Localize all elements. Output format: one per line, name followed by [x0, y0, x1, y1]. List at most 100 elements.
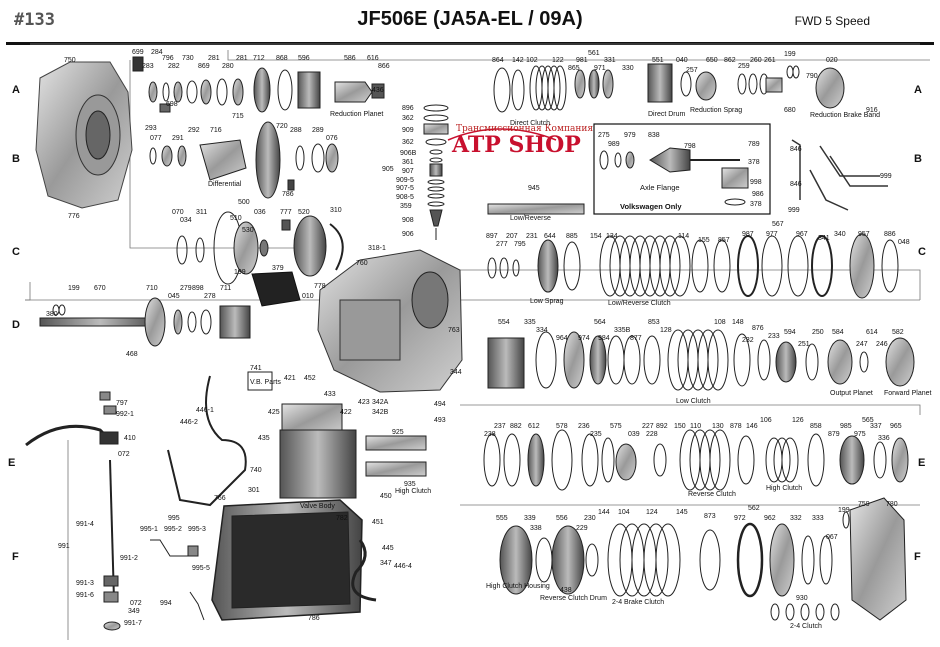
- part-number: 359: [400, 203, 412, 210]
- vw-only-box: Axle Flange Volkswagen Only: [593, 123, 771, 215]
- reverse-clutch-drum-label: Reverse Clutch Drum: [540, 595, 607, 602]
- row-f-parts: [103, 459, 907, 631]
- part-number: 144: [598, 509, 610, 516]
- part-number: 795: [514, 241, 526, 248]
- part-number: 250: [812, 329, 824, 336]
- row-letters-left: A B C D E F: [8, 84, 20, 563]
- header-rule: [6, 42, 934, 45]
- part-number: 072: [130, 600, 142, 607]
- part-number: 995-2: [164, 526, 182, 533]
- row-e-left-parts: [25, 371, 427, 507]
- part-number: 796: [162, 55, 174, 62]
- part-number: 957: [858, 231, 870, 238]
- part-number: 879: [828, 431, 840, 438]
- part-number: 907: [402, 168, 414, 175]
- direct-clutch-label: Direct Clutch: [510, 120, 550, 127]
- part-number: 985: [840, 423, 852, 430]
- part-number: 231: [526, 233, 538, 240]
- part-number: 561: [588, 50, 600, 57]
- part-number: 362: [402, 139, 414, 146]
- part-number: 010: [302, 293, 314, 300]
- part-number: 853: [648, 319, 660, 326]
- diagram-subtitle: FWD 5 Speed: [794, 14, 870, 28]
- part-number: 148: [732, 319, 744, 326]
- part-number: 275: [598, 132, 610, 139]
- part-number: 122: [552, 57, 564, 64]
- part-number: 999: [880, 173, 892, 180]
- part-number: 126: [792, 417, 804, 424]
- row-c-right-parts: [487, 203, 899, 299]
- part-number: 332: [790, 515, 802, 522]
- reduction-planet-label: Reduction Planet: [330, 111, 383, 118]
- part-number: 034: [180, 217, 192, 224]
- part-number: 971: [594, 65, 606, 72]
- reverse-clutch-label: Reverse Clutch: [688, 491, 736, 498]
- part-number: 906: [402, 231, 414, 238]
- part-number: 905: [382, 166, 394, 173]
- part-number: 199: [838, 507, 850, 514]
- part-number: 045: [168, 293, 180, 300]
- bracket-379: [251, 271, 301, 307]
- part-number: 422: [340, 409, 352, 416]
- part-number: 310: [330, 207, 342, 214]
- oil-pump-parts: [176, 211, 344, 285]
- part-number: 102: [526, 57, 538, 64]
- part-number: 311: [196, 209, 207, 216]
- part-number: 036: [254, 209, 266, 216]
- part-number: 858: [810, 423, 822, 430]
- row-c-right: C: [918, 246, 926, 258]
- part-number: 446-1: [196, 407, 214, 414]
- part-number: 981: [576, 57, 588, 64]
- part-number: 230: [584, 515, 596, 522]
- part-number: 380: [46, 311, 58, 318]
- row-a-left: A: [12, 84, 20, 96]
- output-planet-label: Output Planet: [830, 390, 873, 397]
- part-number: 759: [858, 501, 870, 508]
- forward-planet-label: Forward Planet: [884, 390, 932, 397]
- part-number: 106: [760, 417, 772, 424]
- clutch-24-label: 2-4 Clutch: [790, 623, 822, 630]
- part-number: 777: [280, 209, 292, 216]
- part-number: 361: [402, 159, 414, 166]
- part-number: 450: [380, 493, 392, 500]
- transmission-case-left: [35, 61, 133, 209]
- part-number: 897: [486, 233, 498, 240]
- part-number: 616: [367, 55, 379, 62]
- part-number: 986: [752, 191, 764, 198]
- part-number: 650: [706, 57, 718, 64]
- part-number: 578: [556, 423, 568, 430]
- part-number: 908-5: [396, 194, 414, 201]
- part-number: 838: [648, 132, 660, 139]
- row-a-right: A: [914, 84, 922, 96]
- part-number: 146: [746, 423, 758, 430]
- part-number: 766: [214, 495, 226, 502]
- main-case-center: [317, 249, 463, 393]
- part-number: 556: [556, 515, 568, 522]
- part-number: 740: [250, 467, 262, 474]
- part-number: 425: [268, 409, 280, 416]
- part-number: 039: [628, 431, 640, 438]
- row-e-right: E: [918, 457, 925, 469]
- part-number: 142: [512, 57, 524, 64]
- atp-shop-logo: Трансмиссионная Компания ATP SHOP: [447, 124, 593, 158]
- reduction-brake-band-label: Reduction Brake Band: [810, 112, 880, 119]
- part-number: 562: [748, 505, 760, 512]
- part-number: 199: [234, 269, 246, 276]
- low-reverse-clutch-label: Low/Reverse Clutch: [608, 300, 671, 307]
- part-number: 974: [578, 335, 590, 342]
- part-number: 293: [145, 125, 157, 132]
- part-number: 378: [750, 201, 762, 208]
- part-number: 337: [870, 423, 882, 430]
- part-number: 229: [576, 525, 588, 532]
- part-number: 452: [304, 375, 316, 382]
- reduction-sprag-label: Reduction Sprag: [690, 107, 742, 114]
- part-number: 991-3: [76, 580, 94, 587]
- part-number: 072: [118, 451, 130, 458]
- part-number: 786: [282, 191, 294, 198]
- part-number: 331: [604, 57, 616, 64]
- part-number: 289: [312, 127, 324, 134]
- part-number: 155: [698, 237, 710, 244]
- part-number: 227: [642, 423, 654, 430]
- part-number: 789: [748, 141, 760, 148]
- part-number: 257: [686, 67, 698, 74]
